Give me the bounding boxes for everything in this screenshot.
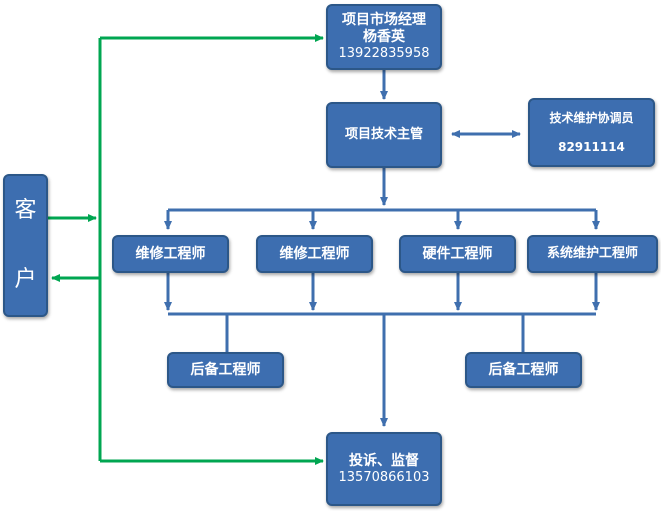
complaint-box: 投诉、监督 13570866103 xyxy=(326,432,442,506)
engineer-box-4: 系统维护工程师 xyxy=(527,235,658,273)
engineer-box-1: 维修工程师 xyxy=(112,235,229,273)
coordinator-title: 技术维护协调员 xyxy=(549,111,634,126)
engineer-2-title: 维修工程师 xyxy=(279,245,350,262)
tech-lead-title: 项目技术主管 xyxy=(344,127,423,143)
complaint-phone: 13570866103 xyxy=(338,469,430,485)
tech-lead-box: 项目技术主管 xyxy=(326,102,442,168)
client-box: 客 户 xyxy=(3,174,48,317)
manager-name: 杨香英 xyxy=(363,29,405,46)
engineer-3-title: 硬件工程师 xyxy=(422,245,493,262)
client-label-1: 客 xyxy=(14,197,37,223)
engineer-box-2: 维修工程师 xyxy=(256,235,373,273)
backup-box-2: 后备工程师 xyxy=(465,352,582,388)
green-connectors xyxy=(48,34,324,465)
backup-1-title: 后备工程师 xyxy=(190,361,261,378)
engineer-box-3: 硬件工程师 xyxy=(399,235,516,273)
backup-box-1: 后备工程师 xyxy=(167,352,284,388)
engineer-4-title: 系统维护工程师 xyxy=(546,246,638,262)
manager-box: 项目市场经理 杨香英 13922835958 xyxy=(326,4,442,70)
coordinator-box: 技术维护协调员 82911114 xyxy=(528,98,655,167)
manager-phone: 13922835958 xyxy=(338,46,430,61)
blue-connectors xyxy=(164,70,600,427)
complaint-title: 投诉、监督 xyxy=(349,452,419,469)
backup-2-title: 后备工程师 xyxy=(488,361,559,378)
coordinator-phone: 82911114 xyxy=(558,139,625,154)
manager-title: 项目市场经理 xyxy=(342,12,426,29)
engineer-1-title: 维修工程师 xyxy=(135,245,206,262)
client-label-2: 户 xyxy=(14,267,37,293)
